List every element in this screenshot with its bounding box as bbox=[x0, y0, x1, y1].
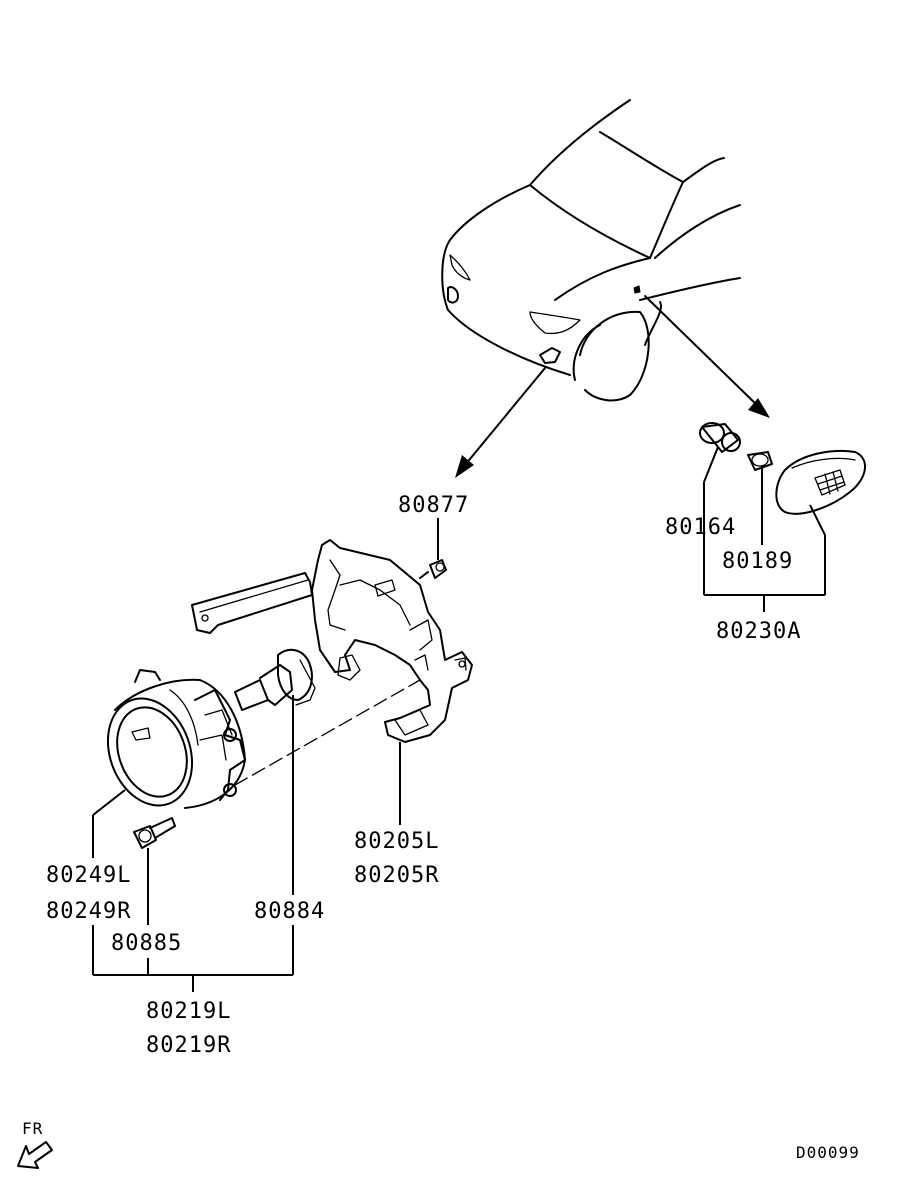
part-number-80164[interactable]: 80164 bbox=[665, 515, 736, 540]
car-body-outline bbox=[441, 99, 741, 402]
side-marker-lamp-drawing bbox=[699, 422, 866, 515]
part-number-80219L[interactable]: 80219L bbox=[146, 999, 231, 1024]
front-direction-label: FR bbox=[22, 1119, 43, 1138]
part-number-80205R[interactable]: 80205R bbox=[354, 863, 439, 888]
screw-80877-drawing bbox=[419, 559, 447, 579]
part-number-80884[interactable]: 80884 bbox=[254, 899, 325, 924]
diagram-code: D00099 bbox=[796, 1143, 860, 1162]
fog-lamp-bracket-drawing bbox=[191, 539, 473, 743]
fog-bulb-drawing bbox=[234, 648, 316, 711]
part-number-80249R[interactable]: 80249R bbox=[46, 899, 131, 924]
part-number-80249L[interactable]: 80249L bbox=[46, 863, 131, 888]
part-number-80189[interactable]: 80189 bbox=[722, 549, 793, 574]
part-number-80205L[interactable]: 80205L bbox=[354, 829, 439, 854]
part-number-80877[interactable]: 80877 bbox=[398, 493, 469, 518]
part-number-80885[interactable]: 80885 bbox=[111, 931, 182, 956]
screw-80885-drawing bbox=[133, 817, 176, 849]
callout-arrows bbox=[455, 295, 770, 478]
leader-lines bbox=[92, 446, 826, 992]
part-number-80230A[interactable]: 80230A bbox=[716, 619, 801, 644]
part-number-80219R[interactable]: 80219R bbox=[146, 1033, 231, 1058]
front-arrow-icon bbox=[17, 1141, 53, 1169]
fog-lamp-unit-drawing bbox=[106, 669, 421, 809]
